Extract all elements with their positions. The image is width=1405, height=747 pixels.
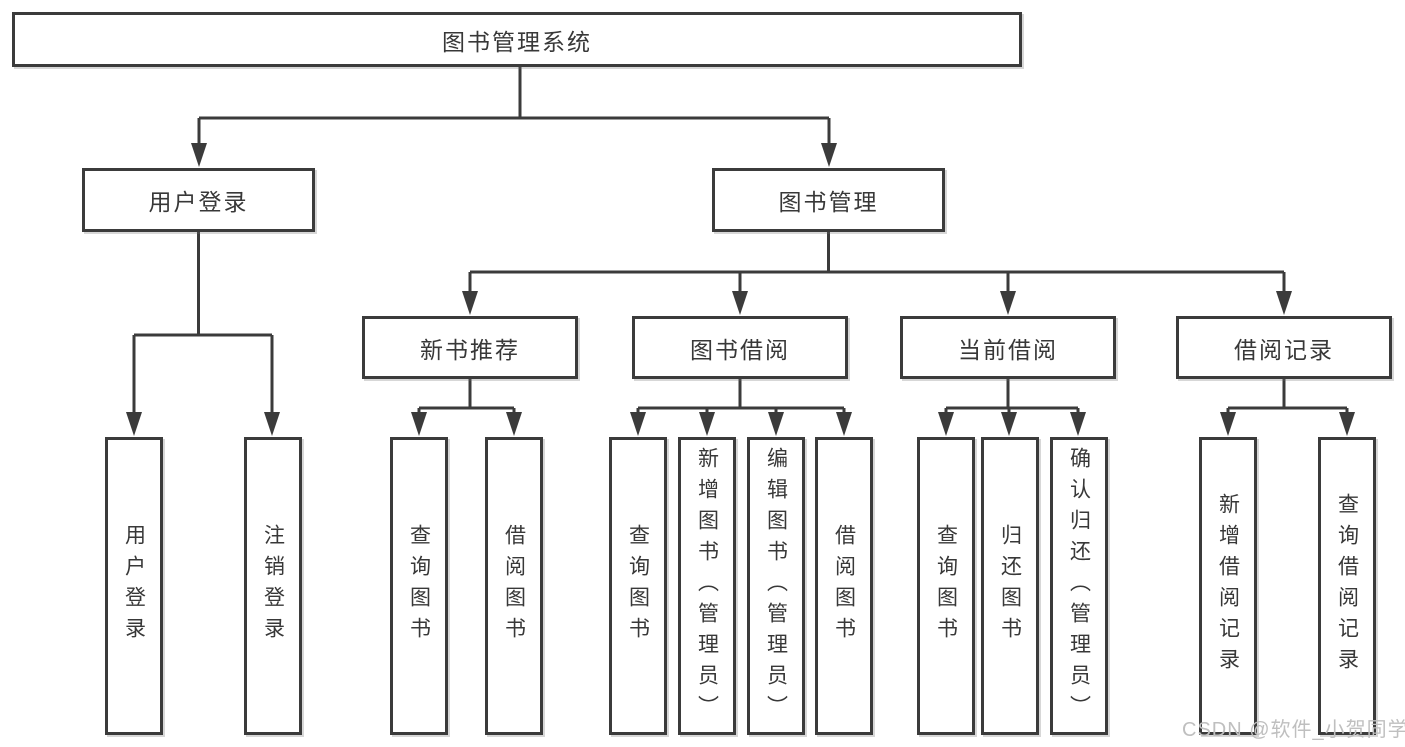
- arrowhead-icon: [1220, 412, 1236, 436]
- connector-user-login-branch: [132, 232, 274, 414]
- leaf-logout: 注销登录: [244, 437, 302, 735]
- node-book-borrow-label: 图书借阅: [690, 336, 790, 363]
- node-current-borrow-label: 当前借阅: [958, 336, 1058, 363]
- leaf-add-book-admin-label: 新增图书（管理员）: [695, 446, 719, 726]
- arrowhead-icon: [1001, 412, 1017, 436]
- node-borrow-records: 借阅记录: [1176, 316, 1392, 379]
- node-book-management: 图书管理: [712, 168, 945, 232]
- arrowhead-icon: [732, 291, 748, 315]
- arrowhead-icon: [836, 412, 852, 436]
- node-user-login: 用户登录: [82, 168, 315, 232]
- leaf-query-book-recommend: 查询图书: [390, 437, 448, 735]
- arrowhead-icon: [1276, 291, 1292, 315]
- node-current-borrow: 当前借阅: [900, 316, 1116, 379]
- node-user-login-label: 用户登录: [148, 189, 249, 215]
- leaf-add-borrow-record: 新增借阅记录: [1199, 437, 1257, 735]
- arrowhead-icon: [191, 143, 207, 167]
- connector-root-to-level2: [197, 67, 831, 146]
- leaf-confirm-return-admin-label: 确认归还（管理员）: [1067, 446, 1091, 726]
- arrowhead-icon: [699, 412, 715, 436]
- leaf-query-book-current: 查询图书: [917, 437, 975, 735]
- leaf-query-borrow-record: 查询借阅记录: [1318, 437, 1376, 735]
- connector-borrow-records-branch: [1226, 379, 1349, 416]
- arrowhead-icon: [264, 412, 280, 436]
- arrowhead-icon: [126, 412, 142, 436]
- arrowheads: [126, 143, 1355, 436]
- leaf-query-book-borrow: 查询图书: [609, 437, 667, 735]
- connector-lines: [132, 67, 1349, 416]
- leaf-add-borrow-record-label: 新增借阅记录: [1216, 493, 1240, 679]
- leaf-user-login: 用户登录: [105, 437, 163, 735]
- leaf-borrow-book-recommend: 借阅图书: [485, 437, 543, 735]
- leaf-add-book-admin: 新增图书（管理员）: [678, 437, 736, 735]
- leaf-borrow-book: 借阅图书: [815, 437, 873, 735]
- arrowhead-icon: [1339, 412, 1355, 436]
- arrowhead-icon: [506, 412, 522, 436]
- node-borrow-records-label: 借阅记录: [1234, 336, 1334, 363]
- connector-book-borrow-branch: [636, 379, 846, 416]
- arrowhead-icon: [630, 412, 646, 436]
- arrowhead-icon: [411, 412, 427, 436]
- leaf-user-login-label: 用户登录: [122, 524, 146, 648]
- leaf-query-borrow-record-label: 查询借阅记录: [1335, 493, 1359, 679]
- arrowhead-icon: [938, 412, 954, 436]
- leaf-borrow-book-recommend-label: 借阅图书: [502, 524, 526, 648]
- leaf-edit-book-admin: 编辑图书（管理员）: [747, 437, 805, 735]
- leaf-confirm-return-admin: 确认归还（管理员）: [1050, 437, 1108, 735]
- leaf-logout-label: 注销登录: [261, 524, 285, 648]
- leaf-borrow-book-label: 借阅图书: [832, 524, 856, 648]
- connector-current-borrow-branch: [944, 379, 1080, 416]
- leaf-return-book-label: 归还图书: [998, 524, 1022, 648]
- node-new-book-recommend-label: 新书推荐: [420, 336, 520, 363]
- arrowhead-icon: [1000, 291, 1016, 315]
- leaf-query-book-current-label: 查询图书: [934, 524, 958, 648]
- node-library-system-label: 图书管理系统: [442, 28, 592, 55]
- connector-new-book-branch: [417, 379, 516, 416]
- leaf-return-book: 归还图书: [981, 437, 1039, 735]
- arrowhead-icon: [462, 291, 478, 315]
- node-new-book-recommend: 新书推荐: [362, 316, 578, 379]
- arrowhead-icon: [821, 143, 837, 167]
- leaf-edit-book-admin-label: 编辑图书（管理员）: [764, 446, 788, 726]
- node-library-system: 图书管理系统: [12, 12, 1022, 67]
- node-book-borrow: 图书借阅: [632, 316, 848, 379]
- node-book-management-label: 图书管理: [778, 189, 879, 215]
- arrowhead-icon: [768, 412, 784, 436]
- connector-book-mgmt-branch: [468, 232, 1286, 294]
- leaf-query-book-borrow-label: 查询图书: [626, 524, 650, 648]
- csdn-watermark: CSDN @软件_小贺同学: [1182, 719, 1405, 741]
- arrowhead-icon: [1070, 412, 1086, 436]
- leaf-query-book-recommend-label: 查询图书: [407, 524, 431, 648]
